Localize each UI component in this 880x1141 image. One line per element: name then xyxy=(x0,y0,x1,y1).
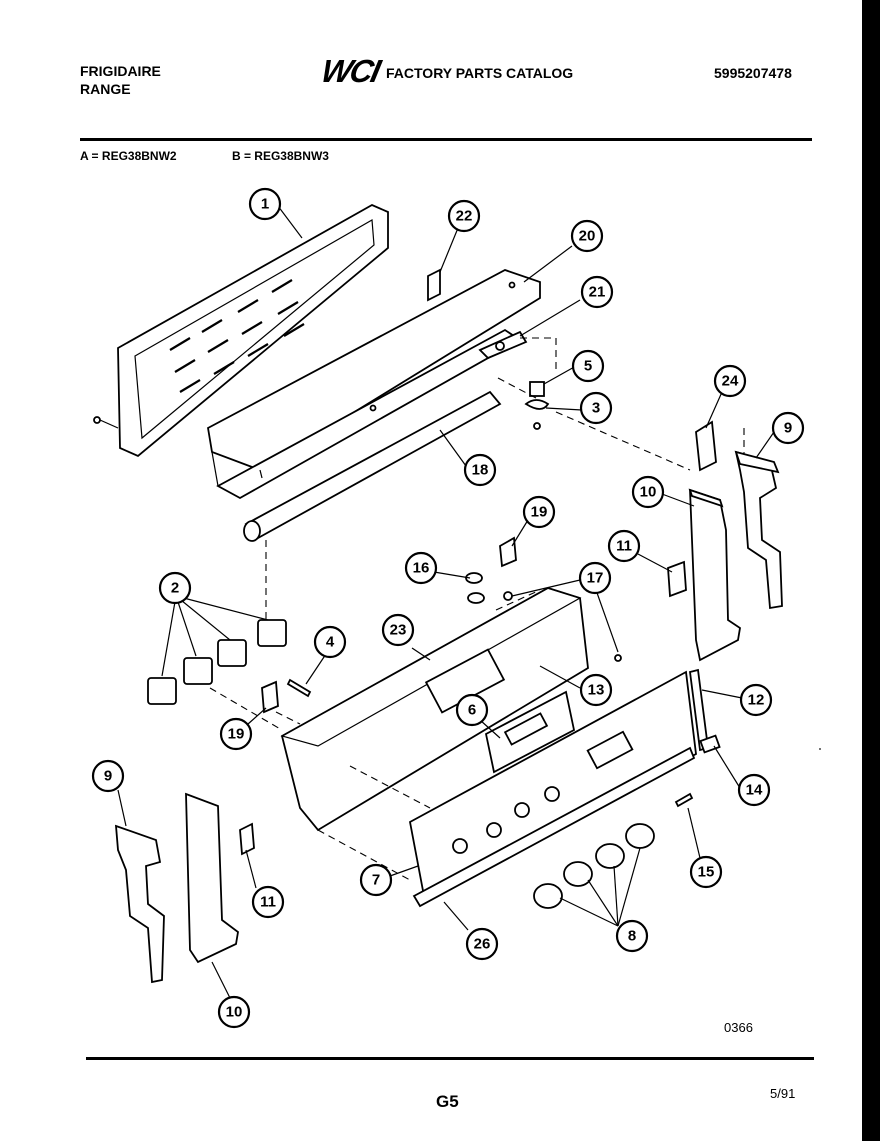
callout-6: 6 xyxy=(455,693,489,727)
callout-10-right: 10 xyxy=(631,475,665,509)
callout-20: 20 xyxy=(570,219,604,253)
part-side-trim-right xyxy=(734,450,783,610)
part-knobs xyxy=(533,823,655,909)
callout-5: 5 xyxy=(571,349,605,383)
callout-3: 3 xyxy=(579,391,613,425)
part-clip-22 xyxy=(427,268,441,302)
svg-text:2: 2 xyxy=(171,580,179,597)
svg-text:22: 22 xyxy=(456,208,473,225)
callout-22: 22 xyxy=(447,199,481,233)
callout-2: 2 xyxy=(158,571,192,605)
part-screws-16-17 xyxy=(465,572,622,662)
callout-11-left: 11 xyxy=(251,885,285,919)
svg-text:23: 23 xyxy=(390,622,407,639)
svg-text:10: 10 xyxy=(226,1004,243,1021)
callout-9-left: 9 xyxy=(91,759,125,793)
callout-15: 15 xyxy=(689,855,723,889)
callout-23: 23 xyxy=(381,613,415,647)
callout-26: 26 xyxy=(465,927,499,961)
part-clock-timer xyxy=(484,690,576,774)
svg-text:18: 18 xyxy=(472,462,489,479)
part-clip-11-right xyxy=(667,560,687,598)
callout-16: 16 xyxy=(404,551,438,585)
part-lamp-bracket xyxy=(478,330,528,360)
svg-text:19: 19 xyxy=(531,504,548,521)
part-control-housing xyxy=(280,587,589,832)
callout-19-lower: 19 xyxy=(219,717,253,751)
svg-text:13: 13 xyxy=(588,682,605,699)
svg-text:20: 20 xyxy=(579,228,596,245)
svg-text:7: 7 xyxy=(372,872,380,889)
svg-text:4: 4 xyxy=(326,634,335,651)
svg-text:21: 21 xyxy=(589,284,606,301)
svg-text:3: 3 xyxy=(592,400,600,417)
brand-name: FRIGIDAIRE xyxy=(80,63,161,79)
svg-text:16: 16 xyxy=(413,560,430,577)
callout-7: 7 xyxy=(359,863,393,897)
part-backguard-panel xyxy=(93,203,389,458)
callout-9-right: 9 xyxy=(771,411,805,445)
svg-text:19: 19 xyxy=(228,726,245,743)
part-infinite-switches xyxy=(147,619,287,705)
part-side-trim-left xyxy=(114,824,165,984)
revision-date: 5/91 xyxy=(770,1086,796,1101)
callout-17: 17 xyxy=(578,561,612,595)
callout-13: 13 xyxy=(579,673,613,707)
callout-14: 14 xyxy=(737,773,771,807)
part-starter-socket xyxy=(524,381,550,430)
svg-text:8: 8 xyxy=(628,928,636,945)
scan-border xyxy=(862,0,880,1141)
svg-text:17: 17 xyxy=(587,570,604,587)
callout-21: 21 xyxy=(580,275,614,309)
svg-text:26: 26 xyxy=(474,936,491,953)
svg-text:6: 6 xyxy=(468,702,476,719)
part-fluorescent-tube xyxy=(243,390,502,542)
part-top-trim xyxy=(207,269,541,500)
svg-text:11: 11 xyxy=(616,538,632,555)
callout-19-top: 19 xyxy=(522,495,556,529)
part-side-panel-left xyxy=(185,792,239,964)
callout-24: 24 xyxy=(713,364,747,398)
svg-text:11: 11 xyxy=(260,894,276,911)
assembly-guide-lines xyxy=(209,337,821,881)
model-a: A = REG38BNW2 xyxy=(80,149,177,163)
callout-8: 8 xyxy=(615,919,649,953)
svg-text:9: 9 xyxy=(784,420,792,437)
part-clip-11-left xyxy=(239,822,255,856)
svg-text:10: 10 xyxy=(640,484,657,501)
part-bracket-24 xyxy=(695,420,717,472)
svg-text:5: 5 xyxy=(584,358,592,375)
catalog-title: FACTORY PARTS CATALOG xyxy=(386,65,574,81)
svg-text:12: 12 xyxy=(748,692,765,709)
drawing-code: 0366 xyxy=(724,1020,753,1035)
product-type: RANGE xyxy=(80,81,131,97)
callout-4: 4 xyxy=(313,625,347,659)
callout-1: 1 xyxy=(248,187,282,221)
callout-18: 18 xyxy=(463,453,497,487)
part-control-panel xyxy=(408,670,697,898)
svg-text:9: 9 xyxy=(104,768,112,785)
part-clip-19-top xyxy=(499,536,517,568)
svg-text:1: 1 xyxy=(261,196,269,213)
model-list: A = REG38BNW2 B = REG38BNW3 xyxy=(80,149,381,163)
footer-rule xyxy=(86,1057,814,1060)
svg-text:24: 24 xyxy=(722,373,739,390)
svg-text:15: 15 xyxy=(698,864,715,881)
callout-10-left: 10 xyxy=(217,995,251,1029)
part-clip-4-19 xyxy=(261,678,312,714)
page-number: G5 xyxy=(436,1092,459,1111)
callout-12: 12 xyxy=(739,683,773,717)
model-b: B = REG38BNW3 xyxy=(231,149,329,163)
svg-text:14: 14 xyxy=(746,782,763,799)
part-lower-trim-26 xyxy=(412,746,696,908)
leader-lines xyxy=(117,205,775,999)
catalog-part-number: 5995207478 xyxy=(714,65,792,81)
brand-block: FRIGIDAIRE RANGE xyxy=(80,62,161,98)
callout-11-right: 11 xyxy=(607,529,641,563)
part-side-panel-right xyxy=(688,488,741,662)
header-rule xyxy=(80,138,812,141)
